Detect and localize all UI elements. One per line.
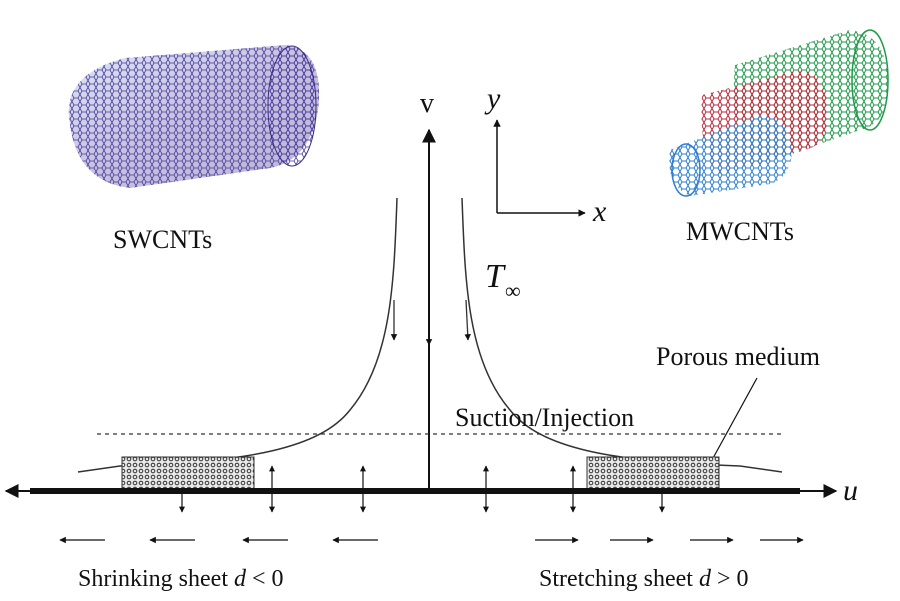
porous-block-left <box>121 456 255 492</box>
porous-medium-label: Porous medium <box>656 342 820 371</box>
swcnt-tube-image <box>68 45 320 188</box>
shrinking-sheet-label: Shrinking sheet d < 0 <box>78 566 284 592</box>
suction-arrows-up <box>269 465 576 488</box>
porous-medium-leader <box>711 377 758 461</box>
porous-block-right <box>586 456 720 492</box>
swcnt-label: SWCNTs <box>113 225 212 254</box>
y-axis-label: y <box>484 82 501 115</box>
mwcnt-label: MWCNTs <box>686 217 794 246</box>
right-streamline-arrow <box>464 299 471 341</box>
x-axis-label: x <box>592 195 607 228</box>
t-infinity-subscript: ∞ <box>505 278 521 303</box>
suction-arrows-down <box>179 494 665 513</box>
v-axis-label: v <box>420 88 434 119</box>
t-infinity-label: T <box>485 258 506 295</box>
stretching-sheet-label: Stretching sheet d > 0 <box>539 566 749 592</box>
suction-injection-label: Suction/Injection <box>455 403 634 432</box>
u-axis-label: u <box>843 474 858 507</box>
mwcnt-tube-image <box>669 29 889 197</box>
